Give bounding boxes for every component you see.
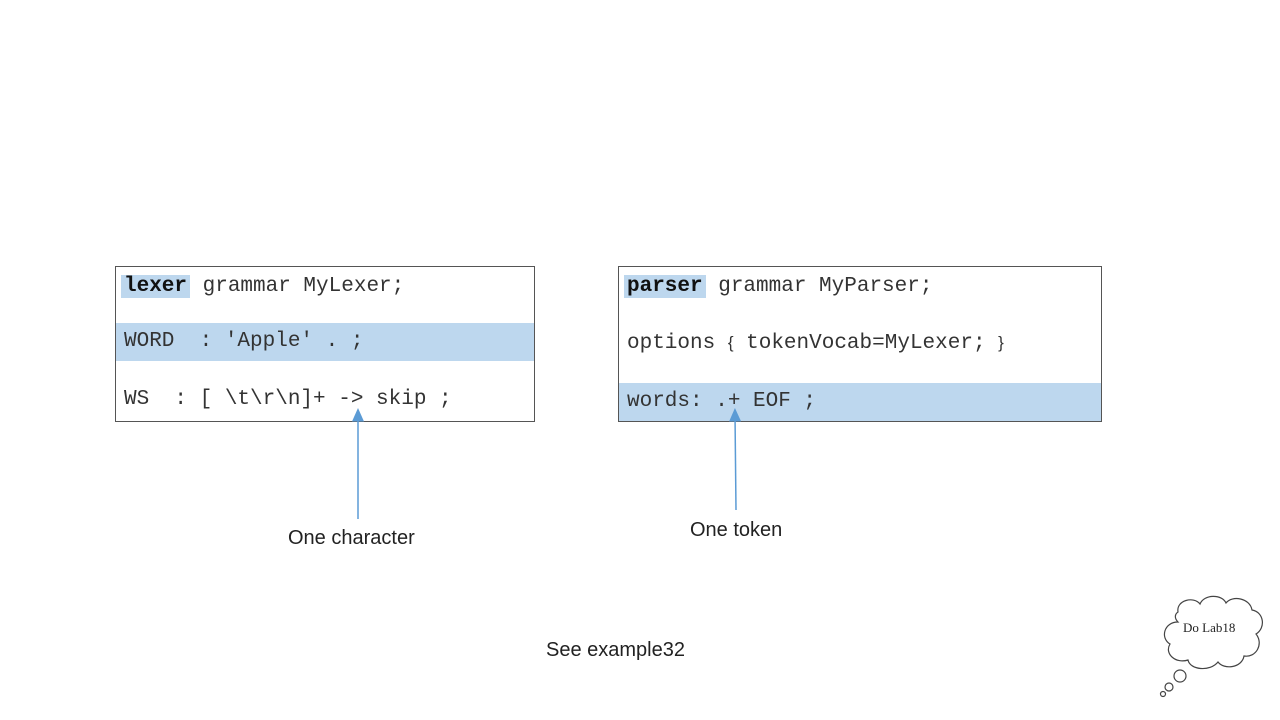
lexer-line-1-rest: grammar MyLexer;: [190, 275, 405, 298]
open-brace: {: [727, 333, 734, 352]
lexer-word-rule: WORD : 'Apple' . ;: [124, 330, 364, 353]
parser-annotation: One token: [690, 519, 783, 541]
parser-line-1: parser grammar MyParser;: [619, 268, 1101, 306]
close-brace: }: [998, 333, 1004, 352]
thought-bubble-icon: [1159, 595, 1263, 698]
parser-line-3: words: .+ EOF ;: [619, 383, 1101, 421]
parser-options-label: options: [627, 332, 728, 355]
parser-keyword: parser: [624, 275, 706, 298]
lexer-grammar-box: lexer grammar MyLexer; WORD : 'Apple' . …: [115, 266, 535, 422]
lexer-keyword: lexer: [121, 275, 191, 298]
footer-note: See example32: [546, 639, 685, 661]
parser-token-vocab: tokenVocab=MyLexer;: [733, 332, 999, 355]
parser-line-2: options { tokenVocab=MyLexer; }: [619, 324, 1101, 362]
lexer-line-2: WORD : 'Apple' . ;: [116, 323, 534, 361]
lexer-annotation: One character: [288, 527, 415, 549]
parser-grammar-box: parser grammar MyParser; options { token…: [618, 266, 1102, 422]
callout-text: Do Lab18: [1183, 620, 1236, 635]
parser-line-1-rest: grammar MyParser;: [705, 275, 933, 298]
lexer-ws-rule: WS : [ \t\r\n]+ -> skip ;: [124, 388, 452, 411]
lexer-line-3: WS : [ \t\r\n]+ -> skip ;: [116, 381, 534, 419]
parser-words-rule: words: .+ EOF ;: [627, 390, 817, 413]
lexer-line-1: lexer grammar MyLexer;: [116, 268, 534, 306]
parser-arrow: [729, 408, 742, 511]
